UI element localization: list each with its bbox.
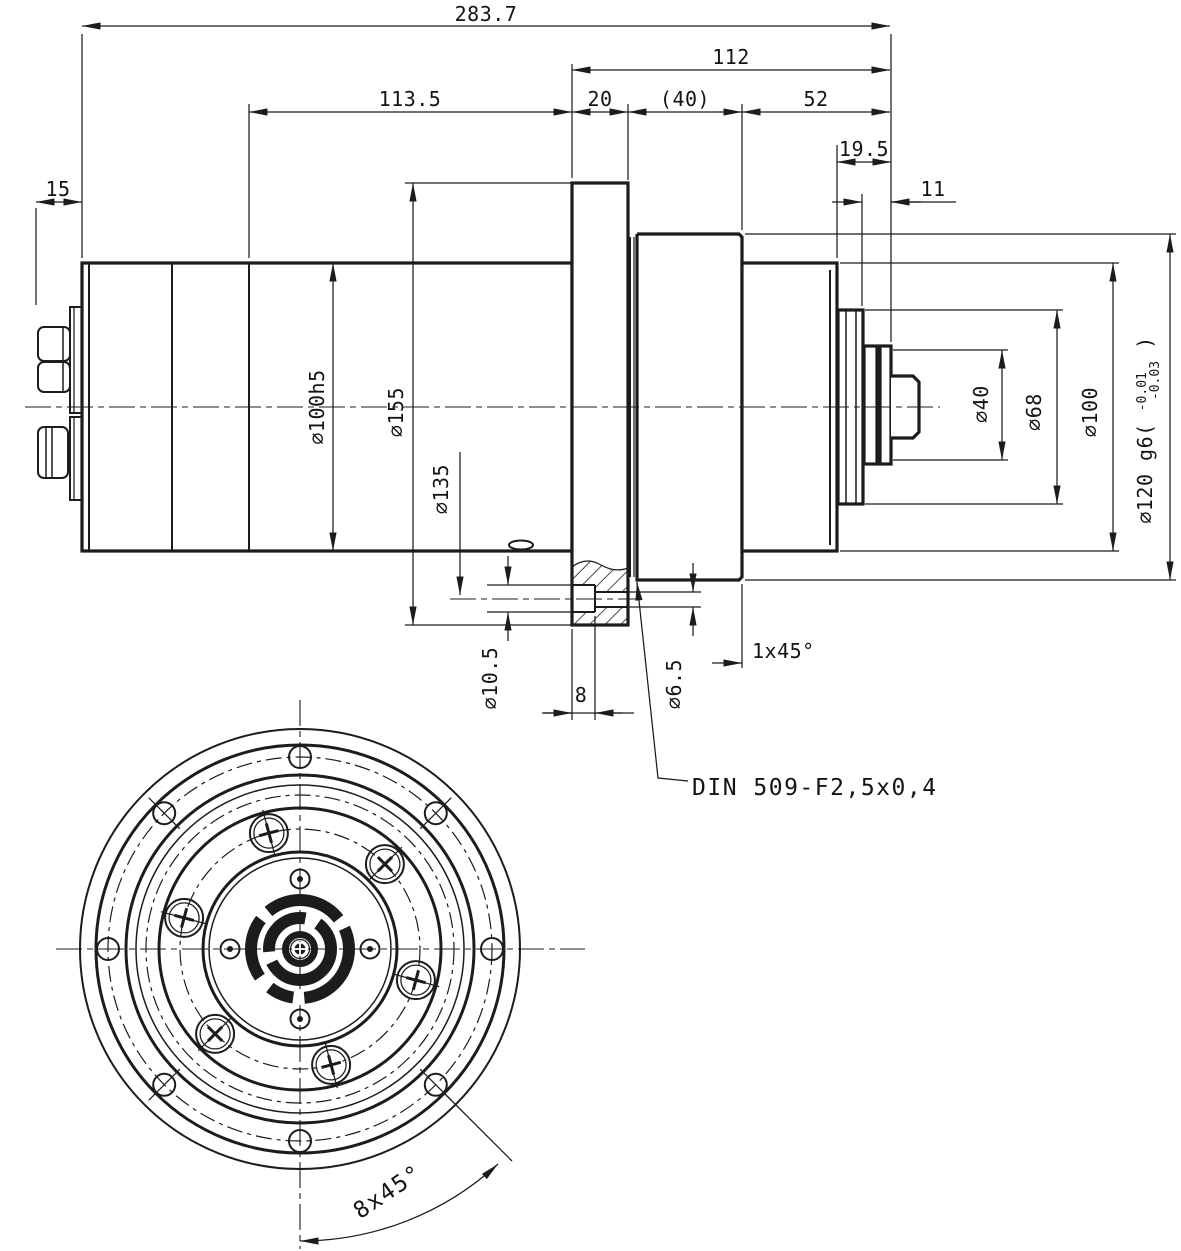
dim-chamfer: 1x45°	[712, 584, 815, 668]
connector-upper	[37, 306, 83, 414]
dim-body-diameter: ⌀100h5	[305, 263, 337, 551]
mounting-holes	[96, 745, 504, 1153]
dim-front-length: 112	[572, 45, 890, 74]
dim-through-hole: ⌀6.5	[628, 563, 701, 709]
dim-label-shaft-length: 19.5	[839, 137, 889, 161]
dim-label-flange-width: 20	[587, 87, 612, 111]
side-view: 283.7 112 113.5 20 (40) 52 19.5	[25, 2, 1176, 801]
dim-spacer-diameter: ⌀68	[865, 309, 1063, 505]
dim-label-body: 113.5	[379, 87, 442, 111]
dim-flange-diameter: ⌀155	[384, 182, 572, 626]
dim-hole-pattern: 8x45°	[299, 1095, 513, 1245]
dim-label-pilot-length: (40)	[660, 87, 710, 111]
dim-label-counterbore: ⌀10.5	[478, 647, 502, 710]
dim-label-hole-pattern: 8x45°	[349, 1160, 427, 1224]
dim-label-pilot-dia: ⌀120 g6( -0.01 -0.03 )	[1127, 336, 1164, 523]
dim-label-flange-dia: ⌀155	[384, 387, 408, 437]
connector-lower	[37, 416, 83, 501]
dim-label-rear-dia: ⌀100	[1078, 387, 1102, 437]
dim-label-body-dia: ⌀100h5	[305, 369, 329, 444]
pilot-dia-suffix: )	[1133, 336, 1157, 349]
counterbore-section	[571, 560, 629, 625]
dim-counterbore: ⌀10.5	[478, 556, 572, 709]
dim-pilot-diameter: ⌀120 g6( -0.01 -0.03 )	[745, 233, 1176, 581]
pilot-dia-prefix: ⌀120 g6(	[1133, 423, 1157, 523]
dim-connector-protrusion: 15	[36, 177, 82, 206]
lube-port	[508, 539, 534, 551]
dim-bolt-circle: ⌀135	[429, 452, 464, 595]
undercut-callout: DIN 509-F2,5x0,4	[635, 581, 938, 801]
dim-label-cb-depth: 8	[575, 683, 588, 707]
dim-counterbore-depth: 8	[542, 616, 634, 720]
dim-overall-length: 283.7	[82, 2, 890, 30]
pilot-tol-upper: -0.01	[1135, 372, 1150, 411]
dim-body-length: 113.5	[249, 87, 572, 116]
dim-label-rear-length: 52	[803, 87, 828, 111]
dim-label-through-hole: ⌀6.5	[662, 659, 686, 709]
dim-label-shaft-dia: ⌀40	[969, 385, 993, 423]
dim-rear-diameter: ⌀100	[840, 262, 1119, 552]
inner-pin-holes	[219, 868, 381, 1030]
dim-label-connector: 15	[45, 177, 70, 201]
dim-label-bolt-circle: ⌀135	[429, 464, 453, 514]
undercut-label: DIN 509-F2,5x0,4	[692, 775, 938, 801]
dim-label-overall: 283.7	[455, 2, 518, 26]
dim-label-chamfer: 1x45°	[752, 639, 815, 663]
dim-label-shaft-step: 11	[920, 177, 945, 201]
dim-label-spacer-dia: ⌀68	[1022, 393, 1046, 431]
dim-shaft-length: 19.5	[837, 137, 891, 166]
dim-flange-width: 20	[572, 87, 628, 116]
pilot-tol-lower: -0.03	[1148, 361, 1163, 400]
mounting-flange	[570, 181, 630, 627]
dim-shaft-step: 11	[832, 177, 956, 206]
shaft-end	[245, 894, 355, 1005]
front-view: 8x45°	[56, 700, 585, 1249]
screw-bolt-circle	[179, 828, 421, 1070]
cover-screws	[160, 809, 440, 1089]
bolt-circle-135	[107, 756, 493, 1142]
dim-shaft-diameter: ⌀40	[893, 349, 1008, 461]
dim-rear-length: 52	[742, 87, 890, 116]
dim-label-front: 112	[712, 45, 750, 69]
dim-pilot-length: (40)	[628, 87, 742, 116]
